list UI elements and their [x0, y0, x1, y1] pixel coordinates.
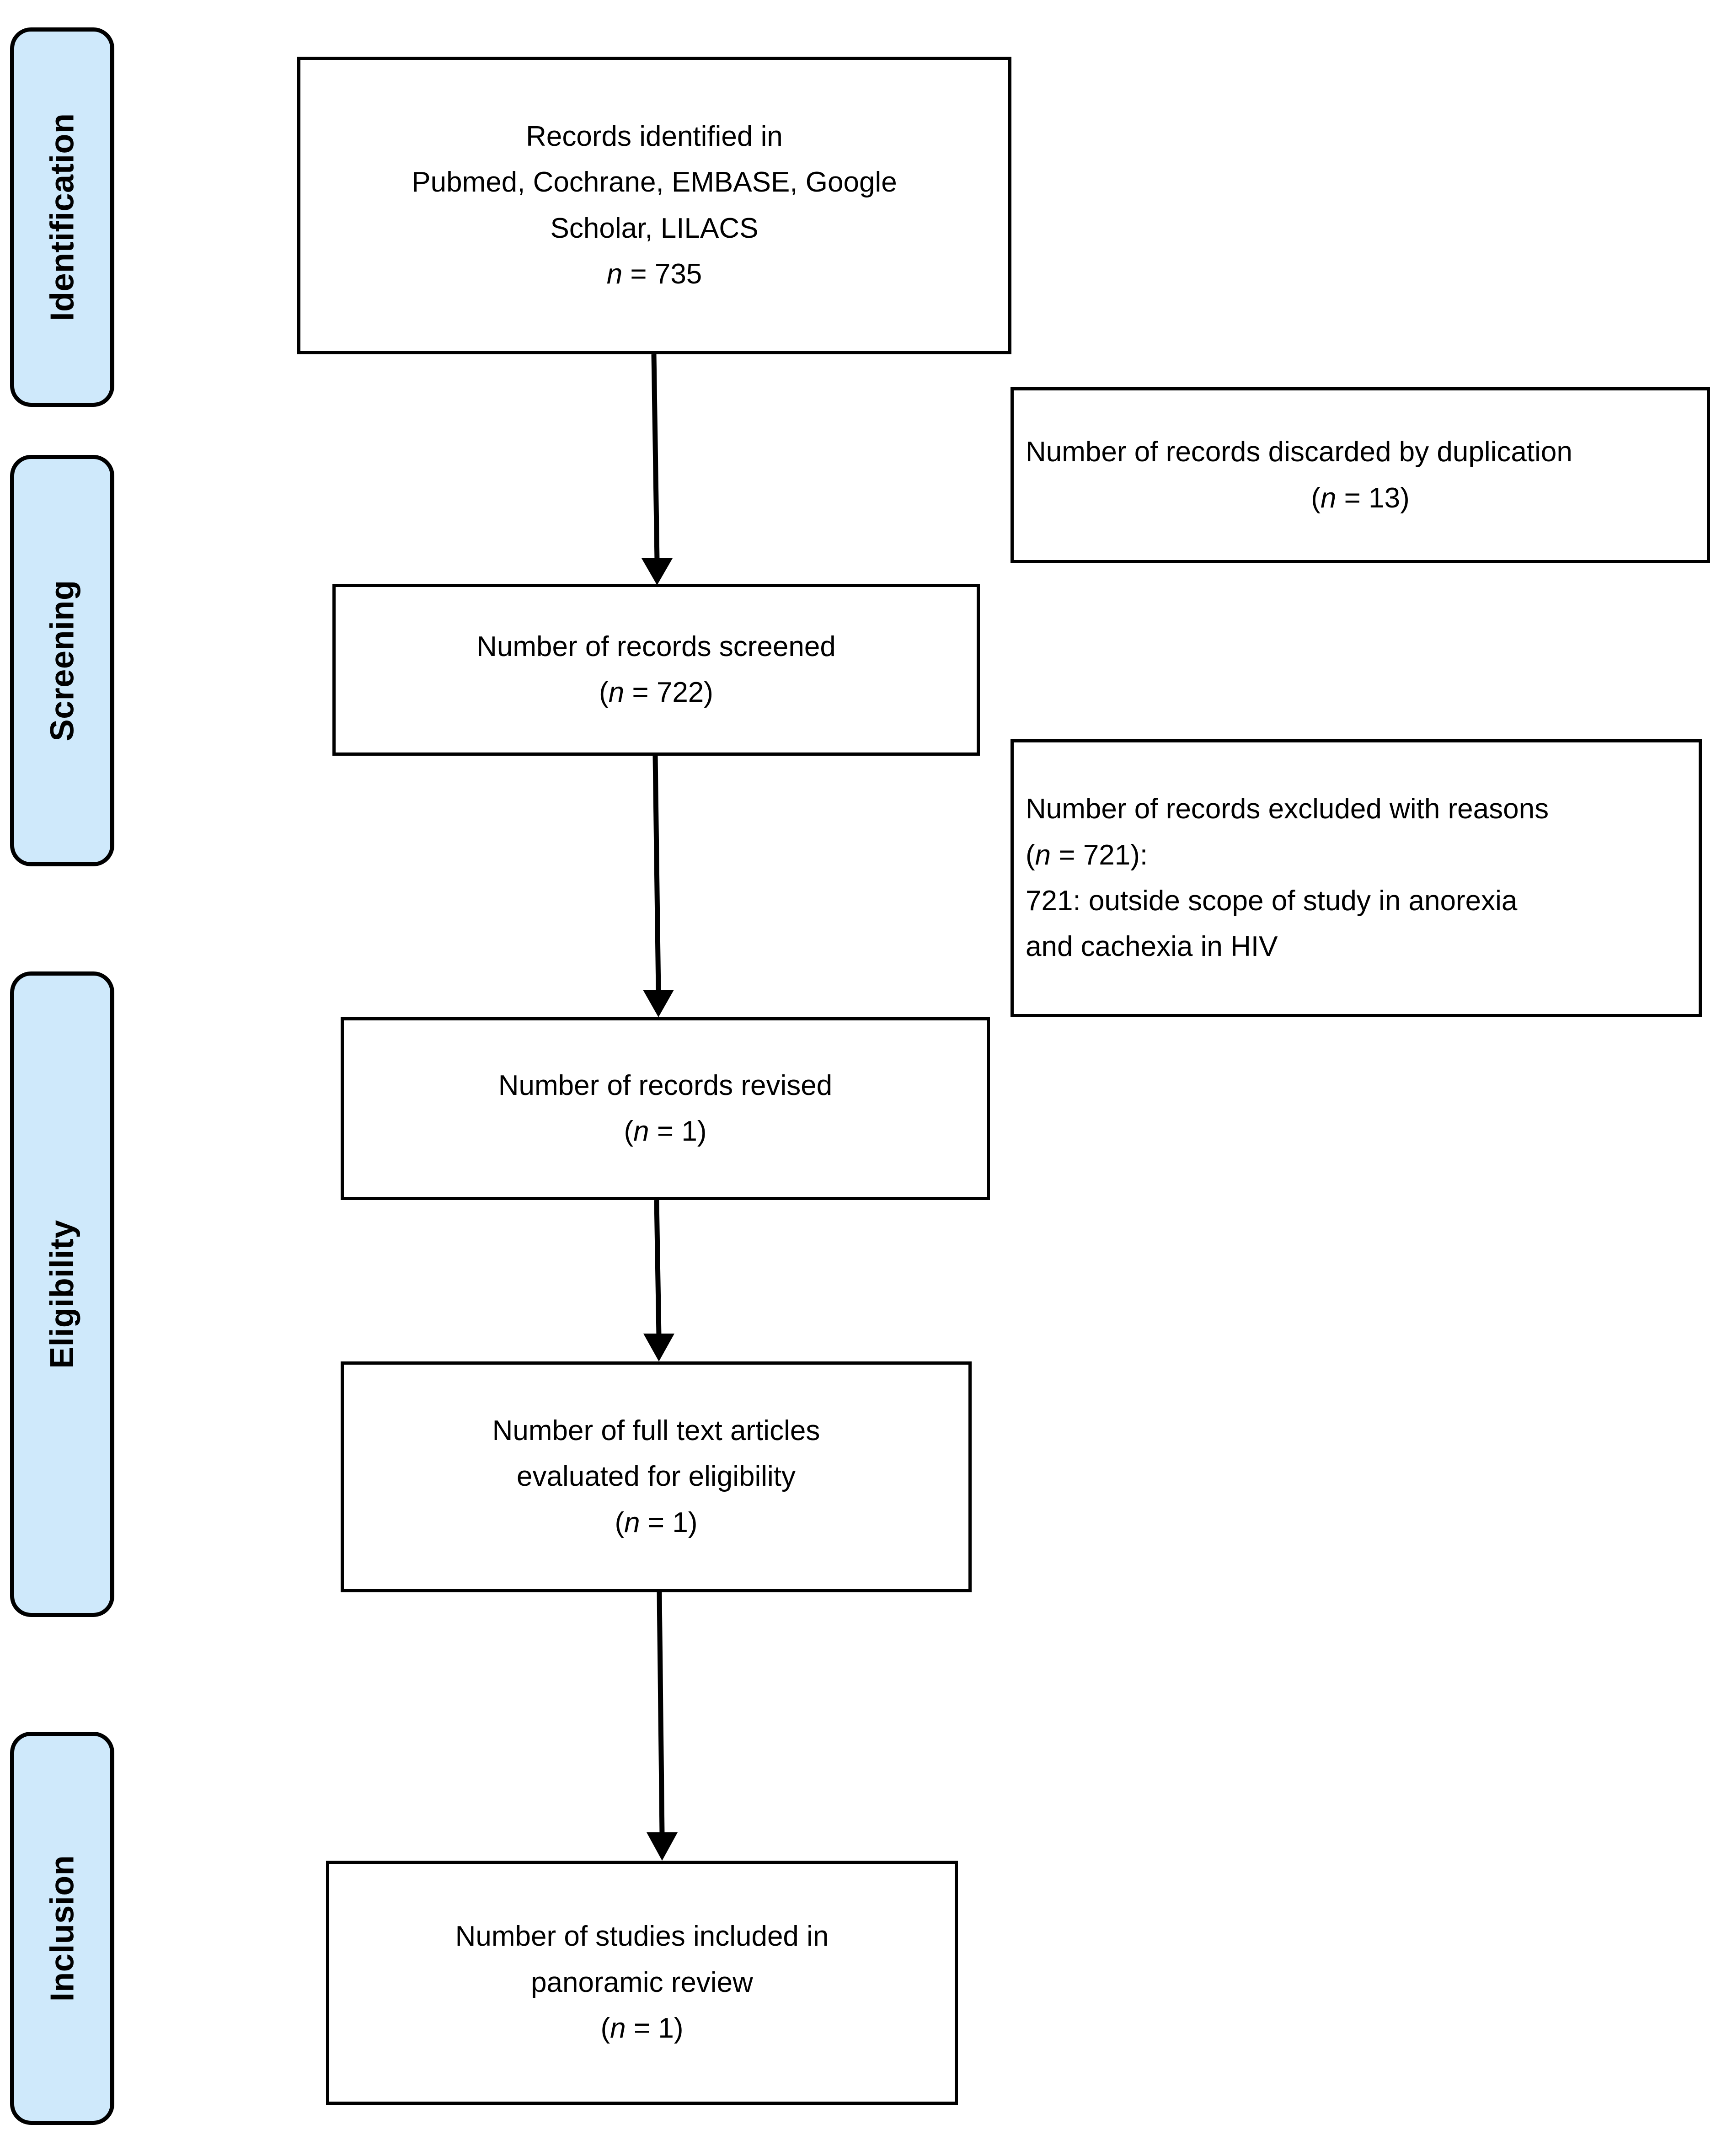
box-fulltext-articles-count: (n = 1): [615, 1500, 698, 1546]
phase-label-eligibility-text: Eligibility: [44, 1220, 80, 1369]
phase-label-inclusion: Inclusion: [10, 1732, 114, 2125]
box-studies-included-count: (n = 1): [601, 2006, 684, 2051]
n-value: 1: [658, 2012, 674, 2044]
arrow-revised-to-fulltext: [636, 1200, 690, 1361]
n-value: 735: [654, 258, 702, 290]
n-value: 13: [1369, 482, 1401, 514]
arrow-screened-to-revised: [636, 755, 690, 1017]
n-sep: =: [1336, 482, 1369, 514]
box-records-identified-count: n = 735: [607, 251, 702, 297]
phase-label-inclusion-text: Inclusion: [44, 1855, 80, 2002]
n-sep: =: [640, 1506, 673, 1538]
arrow-identified-to-screened: [636, 354, 690, 585]
n-sep: =: [649, 1115, 682, 1147]
phase-label-identification: Identification: [10, 27, 114, 407]
box-fulltext-articles-line2: evaluated for eligibility: [516, 1461, 796, 1493]
box-records-discarded-duplication-line1: Number of records discarded by duplicati…: [1026, 436, 1572, 468]
box-fulltext-articles-line1: Number of full text articles: [492, 1414, 820, 1446]
box-records-excluded-line1: Number of records excluded with reasons: [1026, 793, 1549, 825]
box-records-screened-line1: Number of records screened: [476, 630, 836, 662]
n-symbol: n: [1320, 482, 1337, 514]
n-sep: =: [624, 677, 657, 708]
box-records-excluded-count: (n = 721):: [1014, 833, 1699, 878]
box-records-screened-count: (n = 722): [599, 670, 713, 715]
box-records-excluded-reason-line1: 721: outside scope of study in anorexia: [1026, 885, 1518, 917]
n-symbol: n: [606, 258, 623, 290]
n-symbol: n: [624, 1506, 640, 1538]
n-value: 1: [672, 1506, 688, 1538]
box-studies-included-line2: panoramic review: [531, 1966, 753, 1998]
paren-open: (: [624, 1115, 634, 1147]
paren-open: (: [600, 2012, 610, 2044]
box-records-excluded-with-reasons: Number of records excluded with reasons …: [1011, 739, 1702, 1017]
box-studies-included-line1: Number of studies included in: [455, 1921, 829, 1953]
n-value: 722: [656, 677, 704, 708]
n-symbol: n: [1035, 839, 1051, 871]
box-records-discarded-duplication-count: (n = 13): [1014, 475, 1707, 521]
box-records-revised-line1: Number of records revised: [498, 1069, 833, 1101]
box-fulltext-articles-eligibility: Number of full text articles evaluated f…: [341, 1361, 972, 1592]
box-records-screened: Number of records screened (n = 722): [332, 584, 980, 756]
paren-close: ): [688, 1506, 698, 1538]
box-records-identified-line1: Records identified in: [526, 120, 783, 152]
phase-label-identification-text: Identification: [44, 113, 80, 321]
paren-open: (: [615, 1506, 625, 1538]
paren-close: ): [674, 2012, 684, 2044]
phase-label-screening: Screening: [10, 455, 114, 866]
box-records-identified-line3: Scholar, LILACS: [550, 212, 759, 244]
n-symbol: n: [608, 677, 625, 708]
arrow-fulltext-to-included: [636, 1592, 690, 1861]
n-symbol: n: [610, 2012, 626, 2044]
paren-close: ): [704, 677, 713, 708]
phase-label-eligibility: Eligibility: [10, 971, 114, 1617]
box-records-identified-line2: Pubmed, Cochrane, EMBASE, Google: [412, 166, 897, 198]
paren-open: (: [1311, 482, 1321, 514]
paren-open: (: [599, 677, 609, 708]
box-records-discarded-duplication: Number of records discarded by duplicati…: [1011, 387, 1710, 563]
paren-close: ): [697, 1115, 707, 1147]
n-sep: =: [626, 2012, 658, 2044]
box-records-revised-count: (n = 1): [624, 1109, 707, 1154]
n-sep: =: [1051, 839, 1083, 871]
box-studies-included: Number of studies included in panoramic …: [326, 1861, 958, 2105]
n-value: 1: [681, 1115, 697, 1147]
n-value: 721: [1083, 839, 1131, 871]
phase-label-screening-text: Screening: [44, 580, 80, 742]
box-records-excluded-reason-line2: and cachexia in HIV: [1026, 931, 1278, 963]
paren-open: (: [1026, 839, 1035, 871]
paren-close: ): [1400, 482, 1410, 514]
paren-close: ):: [1130, 839, 1148, 871]
box-records-revised: Number of records revised (n = 1): [341, 1017, 990, 1200]
n-symbol: n: [633, 1115, 649, 1147]
box-records-identified: Records identified in Pubmed, Cochrane, …: [297, 57, 1011, 354]
n-sep: =: [622, 258, 655, 290]
